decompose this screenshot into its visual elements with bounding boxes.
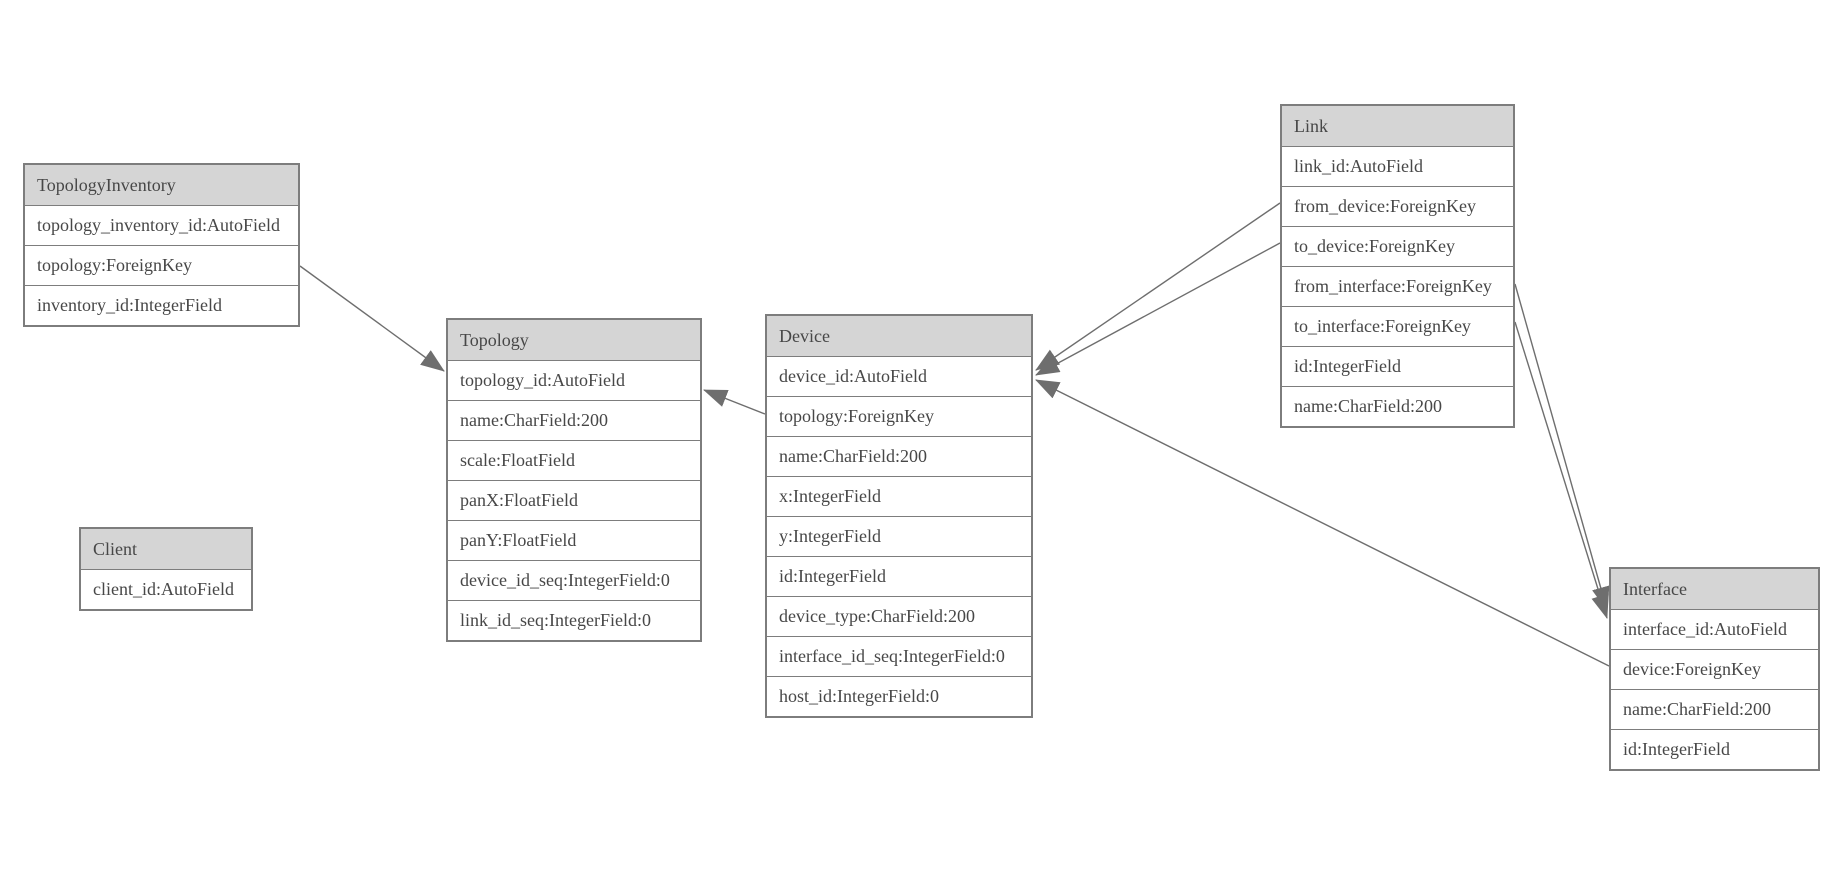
model-field-row: link_id_seq:IntegerField:0 [448,601,700,640]
model-field-row: to_interface:ForeignKey [1282,307,1513,347]
model-field-row: name:CharField:200 [767,437,1031,477]
model-table-title-topology: Topology [448,320,700,361]
edge-device-topology [703,389,766,415]
model-field-row: device:ForeignKey [1611,650,1818,690]
model-field-row: name:CharField:200 [1282,387,1513,426]
model-field-row: device_id_seq:IntegerField:0 [448,561,700,601]
model-field-row: link_id:AutoField [1282,147,1513,187]
model-field-row: y:IntegerField [767,517,1031,557]
model-field-row: topology:ForeignKey [767,397,1031,437]
model-field-row: device_type:CharField:200 [767,597,1031,637]
model-field-row: topology_id:AutoField [448,361,700,401]
model-field-row: topology:ForeignKey [25,246,298,286]
model-field-row: name:CharField:200 [448,401,700,441]
edge-link-to_interface-interface [1514,321,1609,619]
model-table-title-topology-inventory: TopologyInventory [25,165,298,206]
model-field-row: id:IntegerField [767,557,1031,597]
edge-topologyinventory-topology [299,265,445,372]
edge-link-from_device-device [1035,202,1281,371]
model-table-title-interface: Interface [1611,569,1818,610]
model-field-row: from_interface:ForeignKey [1282,267,1513,307]
model-field-row: panX:FloatField [448,481,700,521]
model-field-row: from_device:ForeignKey [1282,187,1513,227]
model-field-row: id:IntegerField [1282,347,1513,387]
model-field-row: topology_inventory_id:AutoField [25,206,298,246]
model-field-row: host_id:IntegerField:0 [767,677,1031,716]
model-field-row: interface_id:AutoField [1611,610,1818,650]
model-table-title-client: Client [81,529,251,570]
edge-link-from_interface-interface [1514,283,1610,611]
model-field-row: id:IntegerField [1611,730,1818,769]
model-field-row: device_id:AutoField [767,357,1031,397]
model-field-row: name:CharField:200 [1611,690,1818,730]
model-field-row: panY:FloatField [448,521,700,561]
model-field-row: interface_id_seq:IntegerField:0 [767,637,1031,677]
model-table-title-link: Link [1282,106,1513,147]
model-field-row: to_device:ForeignKey [1282,227,1513,267]
model-field-row: client_id:AutoField [81,570,251,609]
model-field-row: scale:FloatField [448,441,700,481]
model-field-row: inventory_id:IntegerField [25,286,298,325]
model-field-row: x:IntegerField [767,477,1031,517]
edge-link-to_device-device [1035,242,1281,376]
model-table-title-device: Device [767,316,1031,357]
